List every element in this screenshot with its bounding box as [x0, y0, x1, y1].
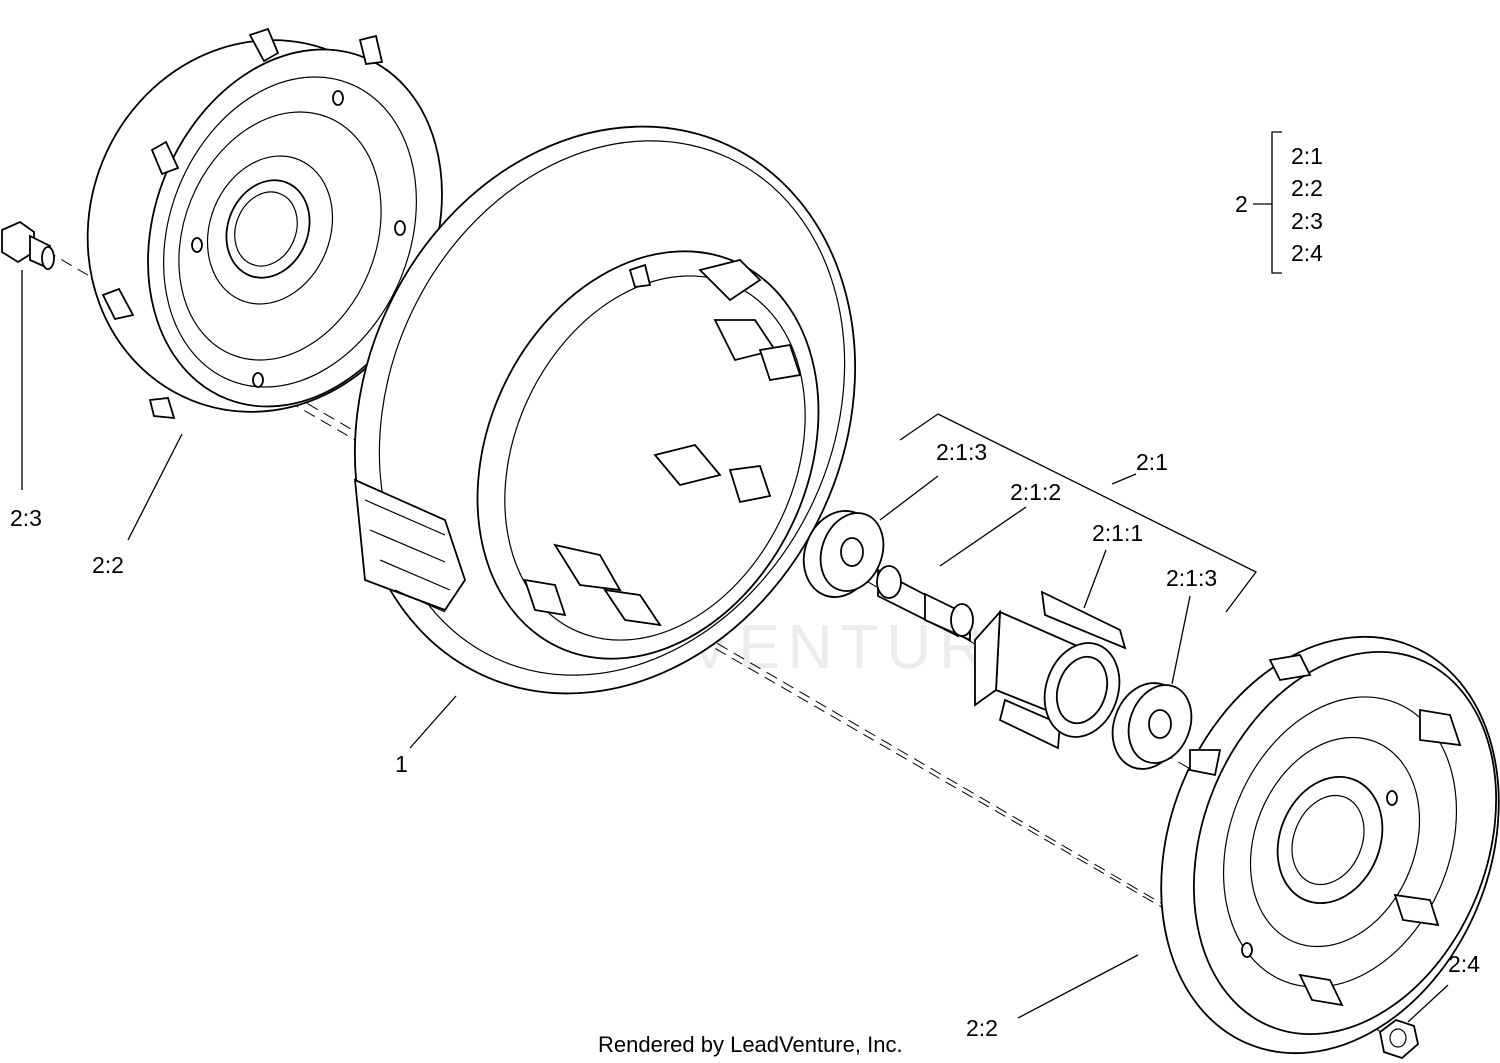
- label-2-1-2: 2:1:2: [1010, 479, 1061, 505]
- spacer-sleeve: [876, 565, 974, 642]
- label-2-1-1: 2:1:1: [1092, 520, 1143, 546]
- bearing-top: [802, 510, 885, 598]
- label-2-1: 2:1: [1136, 449, 1168, 475]
- bolt: [1, 220, 55, 270]
- label-2-2-left: 2:2: [92, 552, 124, 578]
- leader-lines: [21, 270, 1449, 1023]
- right-wheel-half: [1160, 635, 1500, 1055]
- label-1: 1: [395, 751, 408, 777]
- legend-item: 2:4: [1291, 240, 1323, 266]
- label-2-4: 2:4: [1448, 951, 1480, 977]
- label-2-2-right: 2:2: [966, 1015, 998, 1041]
- left-wheel-half: [86, 27, 443, 420]
- label-2-1-3-top: 2:1:3: [936, 439, 987, 465]
- legend-bracket: [1253, 131, 1282, 274]
- legend-item: 2:3: [1291, 208, 1323, 234]
- label-2-3: 2:3: [10, 505, 42, 531]
- nut: [1379, 1018, 1419, 1060]
- bearing-bottom: [1111, 682, 1193, 770]
- credit-text: Rendered by LeadVenture, Inc.: [598, 1032, 903, 1057]
- legend-item: 2:2: [1291, 175, 1323, 201]
- legend-parent: 2: [1235, 191, 1248, 217]
- hub-body: [974, 590, 1127, 750]
- legend-item: 2:1: [1291, 143, 1323, 169]
- tire: [353, 125, 856, 695]
- hub-assembly: [802, 510, 1193, 770]
- label-2-1-3-bottom: 2:1:3: [1166, 565, 1217, 591]
